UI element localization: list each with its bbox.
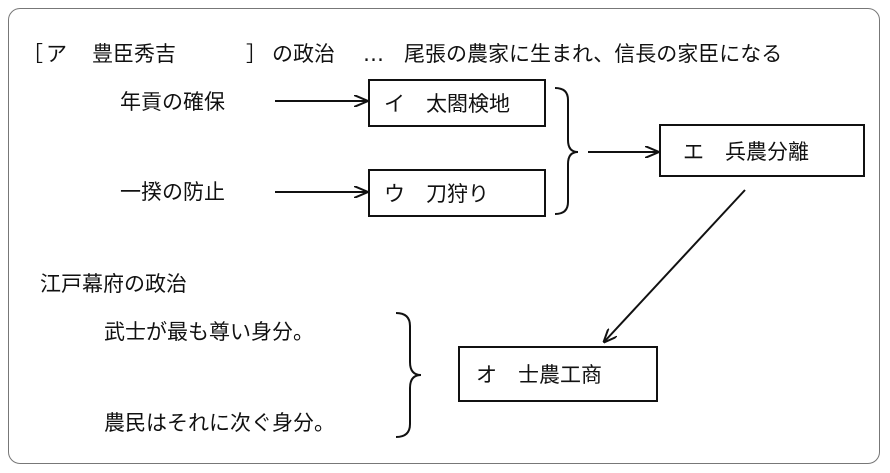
edo-line-2: 農民はそれに次ぐ身分。 <box>104 411 335 435</box>
header-description: 尾張の農家に生まれ、信長の家臣になる <box>404 42 783 66</box>
box-heino-bunri: エ 兵農分離 <box>659 124 865 177</box>
purpose-ikki: 一揆の防止 <box>120 180 225 204</box>
edo-title: 江戸幕府の政治 <box>40 272 187 296</box>
box-shinokosho: オ 士農工商 <box>458 346 658 402</box>
arrow-heino-to-shinokosho <box>604 189 746 342</box>
open-bracket: ［ <box>22 42 43 66</box>
purpose-nengu: 年貢の確保 <box>120 90 225 114</box>
edo-line-1: 武士が最も尊い身分。 <box>104 320 314 344</box>
answer-name: 豊臣秀吉 <box>92 42 176 66</box>
header-subtitle: の政治 <box>272 42 335 66</box>
box-taiko-kenchi: イ 太閤検地 <box>368 79 546 127</box>
brace-right-edo <box>395 312 422 438</box>
box-heino-bunri-label: エ 兵農分離 <box>683 139 809 164</box>
diagram-frame <box>8 8 880 464</box>
box-katanagari: ウ 刀狩り <box>368 169 546 217</box>
close-bracket: ］ <box>246 42 267 66</box>
header-ellipsis: … <box>363 42 384 66</box>
label-a: ア <box>46 42 67 66</box>
box-katanagari-label: ウ 刀狩り <box>384 182 489 206</box>
brace-right-top <box>554 87 579 215</box>
box-shinokosho-label: オ 士農工商 <box>476 363 602 387</box>
box-taiko-kenchi-label: イ 太閤検地 <box>384 92 510 116</box>
